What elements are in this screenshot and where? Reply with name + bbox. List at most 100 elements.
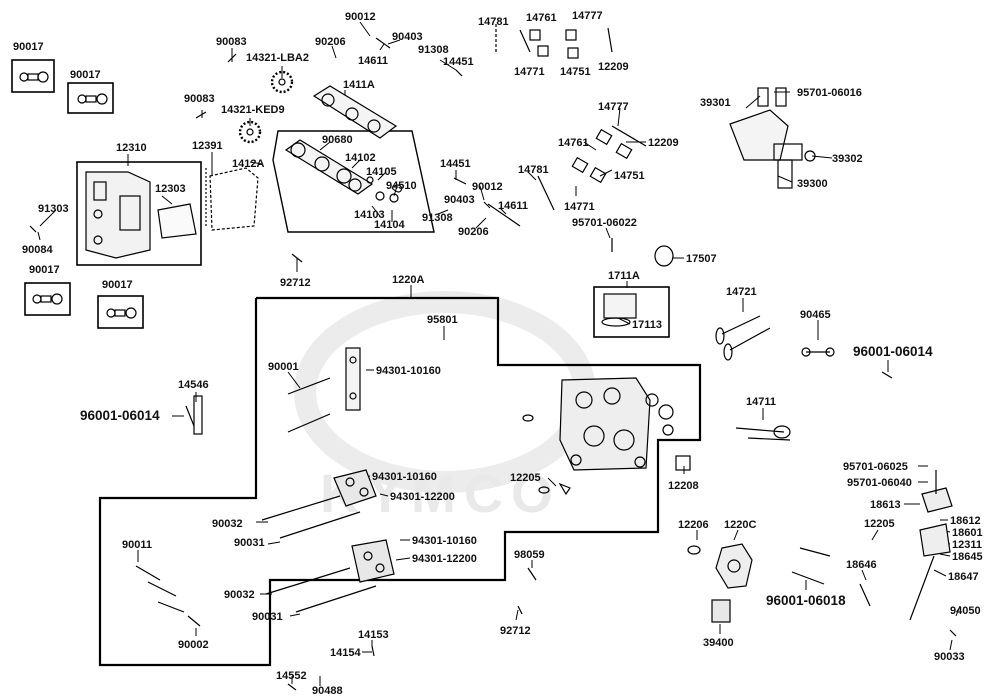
part-label: 90083 (184, 93, 215, 105)
rocker-arms-mid (537, 125, 647, 211)
part-label: 12209 (598, 61, 629, 73)
cylinder-head-1220a (559, 377, 691, 471)
part-label: 14105 (366, 166, 397, 178)
part-label: 90012 (472, 181, 503, 193)
part-label: 95701-06016 (797, 87, 862, 99)
part-label: 14721 (726, 286, 757, 298)
part-label: 96001-06014 (80, 408, 160, 423)
part-label: 1711A (608, 270, 640, 282)
part-label: 18612 (950, 515, 981, 527)
part-label: 14711 (746, 396, 776, 408)
part-label: 14611 (498, 200, 528, 212)
rocker-shafts (375, 37, 521, 227)
cylinder-head-assembly-outline (98, 296, 702, 667)
part-label: 94301-12200 (412, 553, 477, 565)
part-label: 96001-06018 (766, 593, 846, 608)
part-label: 90680 (322, 134, 353, 146)
part-label: 90032 (224, 589, 255, 601)
washer-part-2 (77, 93, 108, 105)
part-label: 14546 (178, 379, 209, 391)
part-label: 90001 (268, 361, 299, 373)
part-label: 90012 (345, 11, 376, 23)
washer-part-3 (32, 293, 63, 305)
part-label: 95701-06025 (843, 461, 908, 473)
part-label: 91308 (422, 212, 453, 224)
cylinder-head-cover-box (76, 161, 202, 266)
sprocket-lba2 (270, 70, 294, 94)
part-label: 12208 (668, 480, 699, 492)
part-label: 12205 (510, 472, 541, 484)
part-label: 90403 (392, 31, 423, 43)
part-label: 90017 (70, 69, 101, 81)
valve-assembly-186xx (909, 470, 953, 621)
part-label: 94301-10160 (376, 365, 441, 377)
part-label: 12311 (952, 539, 982, 551)
part-label: 98059 (514, 549, 545, 561)
part-label: 14751 (560, 66, 591, 78)
bolts-90011 (135, 565, 201, 627)
part-label: 90403 (444, 194, 475, 206)
part-label: 12303 (155, 183, 186, 195)
part-label: 14761 (558, 137, 589, 149)
part-labels: 90017 90017 90017 90017 90083 90083 1432… (13, 10, 983, 697)
part-label: 14153 (358, 629, 389, 641)
part-label: 90488 (312, 685, 343, 697)
part-label: 12206 (678, 519, 709, 531)
part-label: 1220C (724, 519, 756, 531)
part-label: 92712 (500, 625, 531, 637)
part-label: 90084 (22, 244, 53, 256)
bracket-94301-b (333, 469, 377, 507)
part-label: 94301-10160 (412, 535, 477, 547)
part-label: 90011 (122, 539, 152, 551)
part-label: 12391 (192, 140, 223, 152)
washer-part-1 (19, 71, 49, 83)
part-label: 91303 (38, 203, 69, 215)
studs-90001 (287, 377, 331, 433)
part-label: 14552 (276, 670, 307, 682)
part-label: 12205 (864, 518, 895, 530)
part-label: 90017 (29, 264, 60, 276)
part-label: 39300 (797, 178, 828, 190)
part-label: 90017 (102, 279, 133, 291)
part-label: 39302 (832, 153, 863, 165)
valves-14711 (735, 425, 791, 441)
part-label: 1412A (232, 158, 264, 170)
part-label: 18645 (952, 551, 983, 563)
part-label: 90002 (178, 639, 209, 651)
part-label: 17507 (686, 253, 717, 265)
small-bolts (29, 53, 957, 691)
part-label: 96001-06014 (853, 344, 933, 359)
water-pump-body-1220c (687, 543, 753, 623)
washer-box-3 (24, 282, 71, 316)
part-label: 17113 (632, 319, 662, 331)
part-label: 14102 (345, 152, 376, 164)
part-label: 14777 (572, 10, 603, 22)
part-label: 14761 (526, 12, 557, 24)
washer-box-1 (11, 59, 55, 93)
cover-gasket (205, 167, 259, 231)
part-label: 94301-12200 (390, 491, 455, 503)
part-label: 94301-10160 (372, 471, 437, 483)
washer-box-2 (67, 82, 114, 114)
part-label: 18601 (952, 527, 983, 539)
part-label: 12310 (116, 142, 147, 154)
part-label: 14154 (330, 647, 361, 659)
part-label: 1411A (343, 79, 375, 91)
part-label: 14771 (514, 66, 545, 78)
misc-small-parts (185, 395, 871, 607)
parts-artwork (19, 24, 957, 691)
washer-box-4 (97, 295, 144, 329)
part-label: 18647 (948, 571, 979, 583)
part-label: 90031 (234, 537, 265, 549)
part-label: 95701-06040 (847, 477, 912, 489)
part-label: 18646 (846, 559, 877, 571)
washer-part-4 (106, 307, 137, 319)
part-label: 90033 (934, 651, 965, 663)
part-label: 14104 (374, 219, 405, 231)
valves-14721 (715, 315, 771, 361)
studs-90032-90031 (261, 495, 377, 613)
part-label: 14777 (598, 101, 629, 113)
part-label: 90032 (212, 518, 243, 530)
part-label: 14751 (614, 170, 645, 182)
